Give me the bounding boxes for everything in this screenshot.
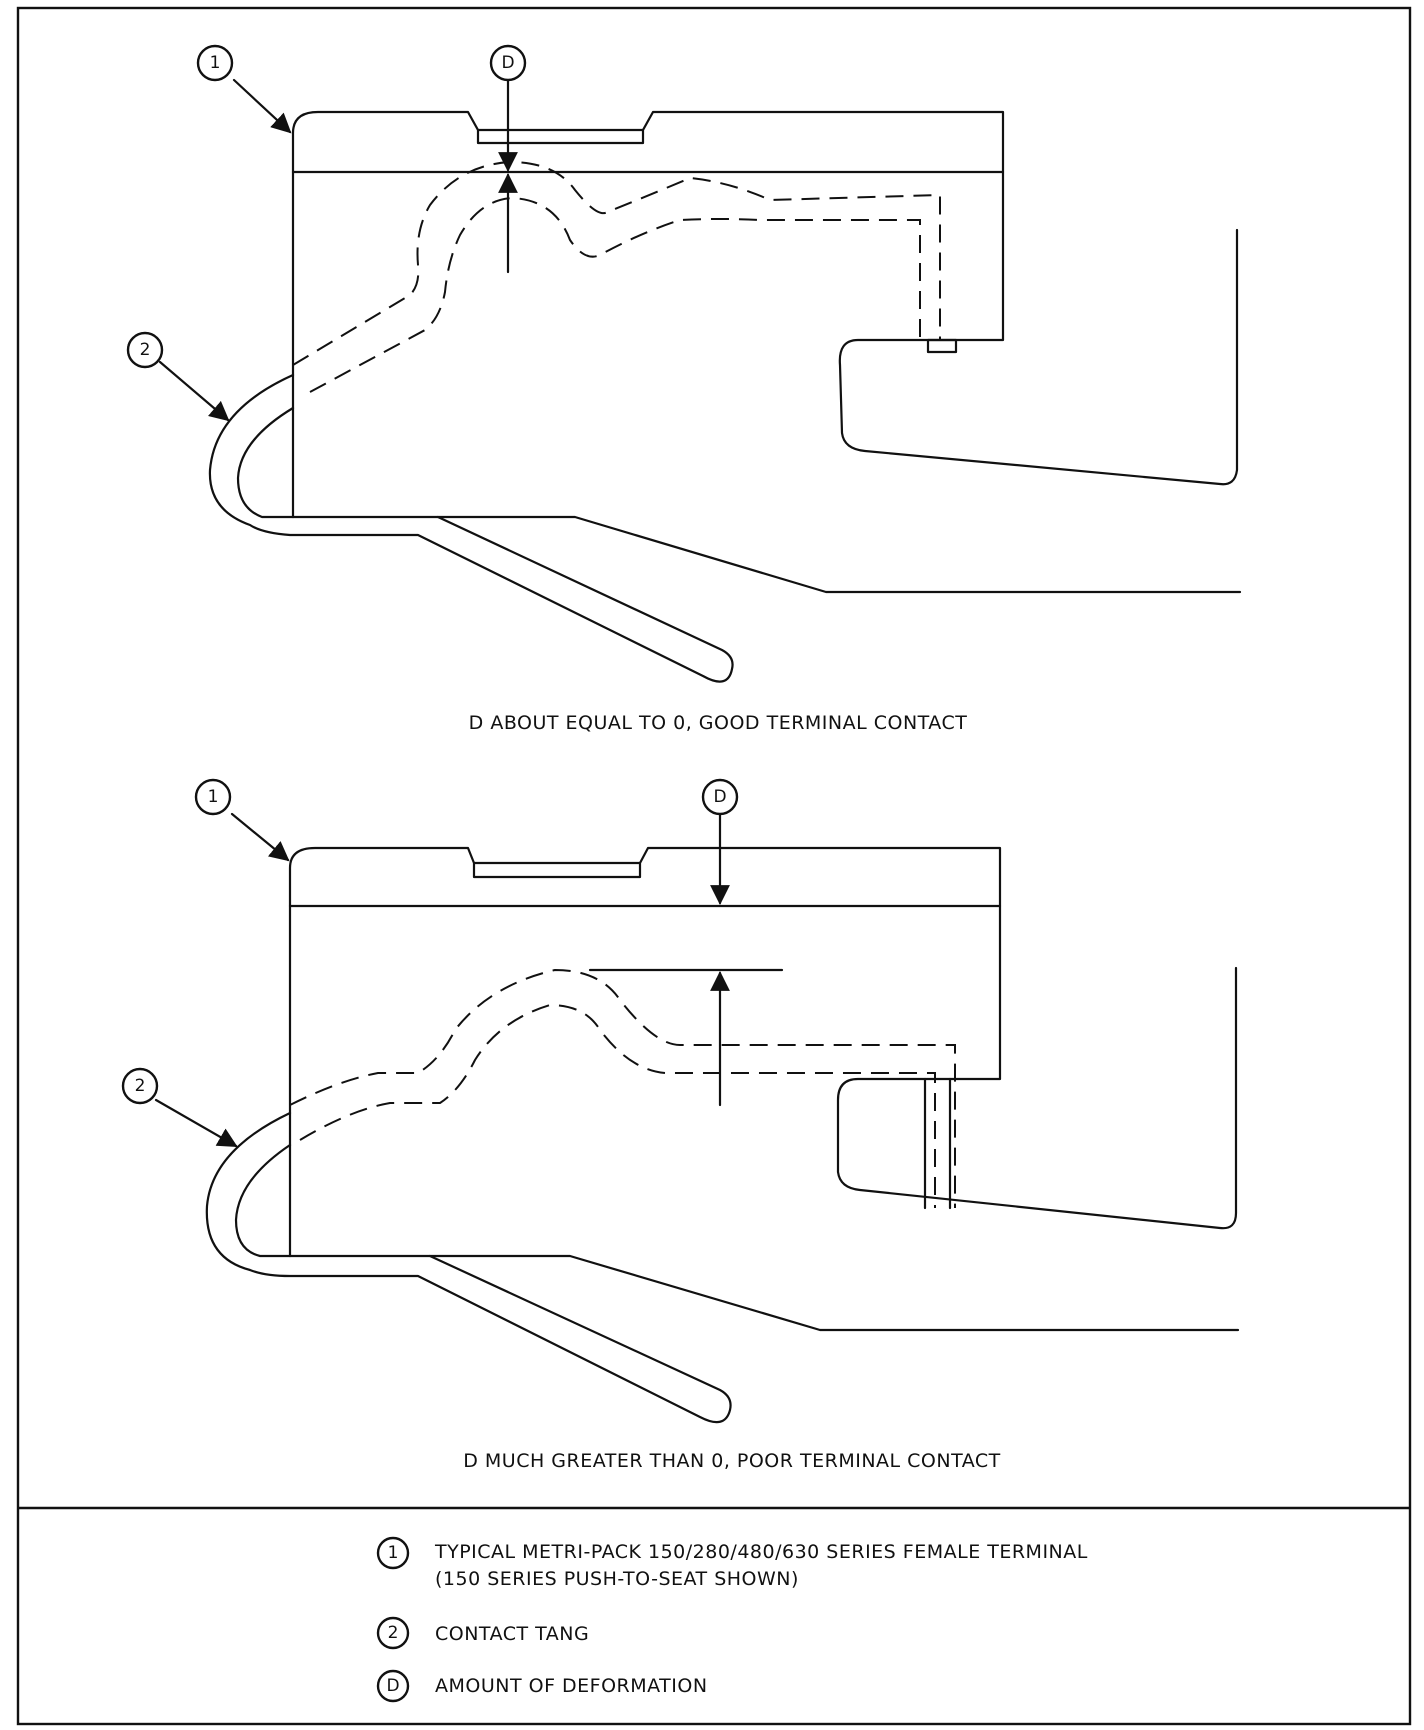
caption-top: D ABOUT EQUAL TO 0, GOOD TERMINAL CONTAC…: [469, 712, 968, 734]
legend-item-1-line2: (150 SERIES PUSH-TO-SEAT SHOWN): [435, 1568, 799, 1590]
callout-1-bottom-label: 1: [208, 787, 219, 807]
dashed-spring-bottom-inner: [299, 1003, 936, 1208]
legend-item-1-line1: TYPICAL METRI-PACK 150/280/480/630 SERIE…: [434, 1541, 1088, 1563]
callout-2-top: [126, 331, 164, 369]
callout-d-bottom: [701, 778, 739, 816]
legend-item-2-line1: CONTACT TANG: [435, 1623, 589, 1645]
legend-marker-d: [376, 1669, 410, 1703]
callout-1-top-label: 1: [210, 53, 221, 73]
legend-marker-1-label: 1: [388, 1543, 399, 1563]
contact-tang-bottom: [205, 1111, 732, 1424]
callout-2-bottom: [121, 1067, 159, 1105]
callout-2-top-label: 2: [140, 340, 151, 360]
callout-1-top: [196, 44, 234, 82]
callout-d-top: [489, 44, 527, 82]
legend-marker-d-label: D: [386, 1676, 399, 1696]
terminal-lower-edge: [291, 515, 1242, 594]
contact-tang-top: [208, 373, 734, 683]
terminal-body-bottom: [288, 846, 1238, 1230]
terminal-body-top: [291, 110, 1239, 486]
callout-d-bottom-label: D: [713, 787, 726, 807]
contact-tang-inner-top: [236, 406, 295, 519]
outer-frame: [16, 6, 1412, 1726]
contact-tang-inner-bottom: [234, 1143, 292, 1258]
top-pin-tab: [926, 338, 958, 354]
legend-marker-1: [376, 1536, 410, 1570]
legend-marker-2: [376, 1616, 410, 1650]
leader-1-top: [232, 78, 292, 134]
leader-2-bottom: [154, 1098, 238, 1148]
top-view: 1 D 2 D ABOUT EQUAL TO 0, GOOD TERMINAL …: [126, 44, 1242, 734]
bottom-view: 1 D 2 D MUCH GREATER THAN 0, POOR TERMIN…: [121, 778, 1240, 1472]
terminal-lower-edge-bottom: [288, 1254, 1240, 1332]
callout-d-top-label: D: [501, 53, 514, 73]
legend-marker-2-label: 2: [388, 1623, 399, 1643]
dashed-spring-top-outer: [292, 160, 941, 366]
dashed-spring-top-inner: [309, 196, 921, 393]
callout-2-bottom-label: 2: [135, 1076, 146, 1096]
leader-2-top: [158, 360, 230, 422]
legend: 1 TYPICAL METRI-PACK 150/280/480/630 SER…: [376, 1536, 1088, 1703]
caption-bottom: D MUCH GREATER THAN 0, POOR TERMINAL CON…: [463, 1450, 1001, 1472]
legend-item-d-line1: AMOUNT OF DEFORMATION: [435, 1675, 708, 1697]
dashed-spring-bottom-outer: [289, 968, 956, 1208]
callout-1-bottom: [194, 778, 232, 816]
leader-1-bottom: [230, 812, 290, 862]
